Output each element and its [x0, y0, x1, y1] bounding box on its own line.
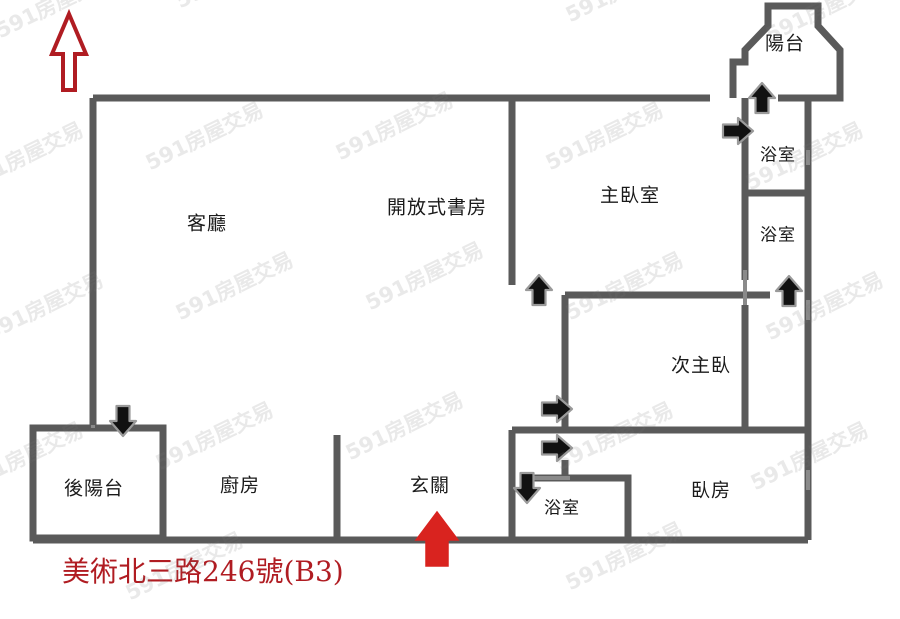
room-label-kitchen: 廚房: [219, 474, 261, 497]
room-label-balcony: 陽台: [764, 32, 806, 55]
room-label-entrance-hall: 玄關: [409, 474, 451, 497]
room-label-second-master-bedroom: 次主臥: [670, 354, 732, 377]
room-label-open-study: 開放式書房: [386, 196, 488, 219]
main-entrance-arrow: [414, 510, 460, 567]
room-label-bedroom: 臥房: [690, 479, 732, 502]
room-label-master-bedroom: 主臥室: [599, 184, 661, 207]
room-label-bathroom-entry: 浴室: [544, 498, 580, 519]
north-arrow: [48, 8, 90, 92]
door-arrow-balcony: [747, 81, 777, 115]
address-caption: 美術北三路246號(B3): [62, 555, 344, 588]
wall-group: [29, 2, 844, 544]
wall-balcony-outline: [729, 2, 844, 102]
room-label-living-room: 客廳: [186, 212, 228, 235]
room-label-rear-balcony: 後陽台: [63, 477, 125, 500]
door-arrow-bathroom-lower: [774, 274, 804, 308]
room-label-bathroom-lower: 浴室: [760, 225, 796, 246]
room-label-bathroom-upper: 浴室: [760, 145, 796, 166]
door-arrow-bedroom: [540, 433, 574, 463]
door-arrow-study-to-hall: [524, 273, 554, 307]
